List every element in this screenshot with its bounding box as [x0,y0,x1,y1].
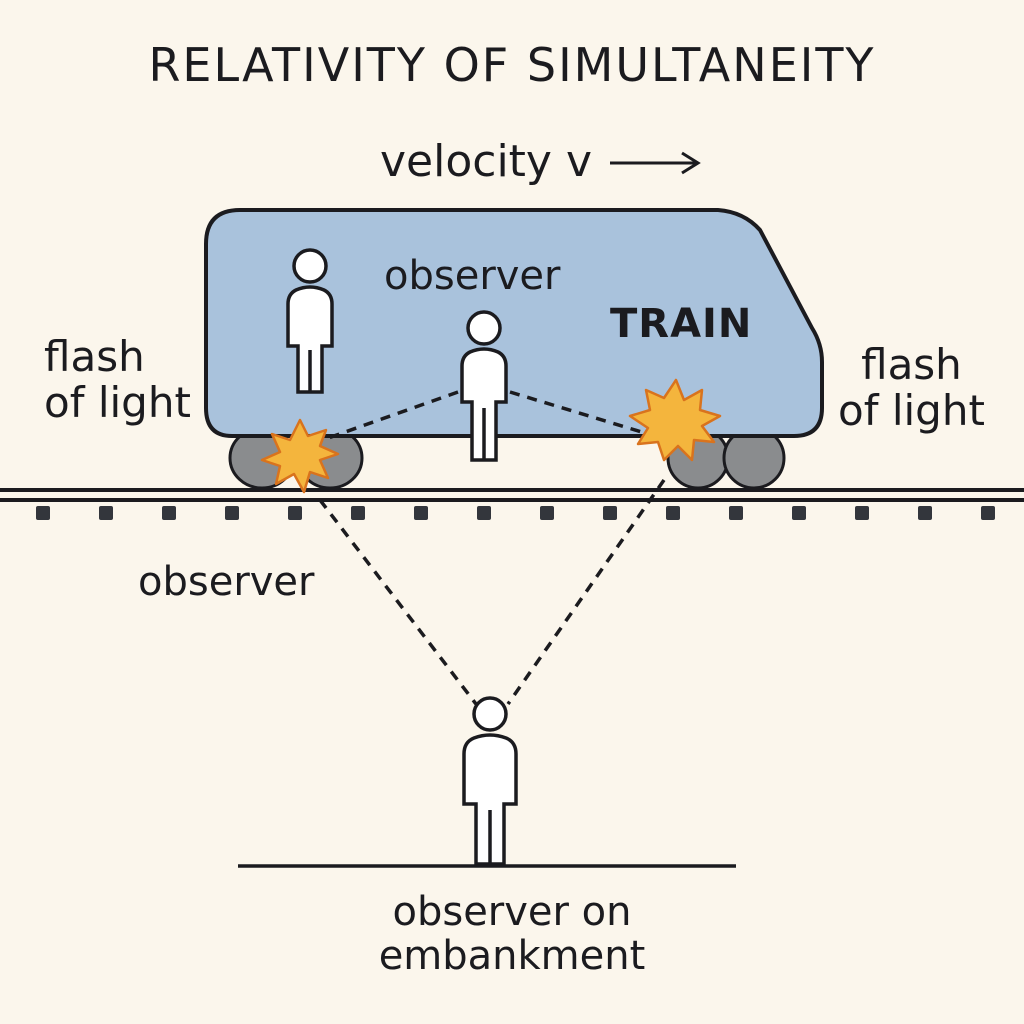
embankment-label-line2: embankment [378,933,646,979]
railway-tie [540,506,554,520]
railway-tie [981,506,995,520]
railway-tie [477,506,491,520]
railway-tie [162,506,176,520]
flash-left-starburst-icon [260,418,340,494]
railway-tie [855,506,869,520]
flash-left-line2: of light [44,378,191,428]
railway-tie [414,506,428,520]
flash-right-label: flash of light [838,340,985,436]
train-observer-label: observer [384,253,561,299]
train-label: TRAIN [610,301,753,347]
railway-tie [36,506,50,520]
embankment-label-line1: observer on [392,889,632,935]
railway-tie [666,506,680,520]
ground-sight-lines [318,478,666,706]
railway-tie [729,506,743,520]
flash-left-line1: flash [44,332,145,381]
railway-tie [792,506,806,520]
page-title: RELATIVITY OF SIMULTANEITY [148,38,876,92]
railway-tie [918,506,932,520]
railway-tie [288,506,302,520]
train-body [204,208,824,438]
flash-left-label: flash of light [44,332,191,428]
train-observer-stick-figure-icon [460,310,508,462]
railway-tie [351,506,365,520]
railway-tie [225,506,239,520]
velocity-label: velocity v [380,136,592,187]
train-sight-lines [299,390,669,450]
flash-right-starburst-icon [628,378,722,462]
flash-right-line2: of light [838,386,985,436]
railway-tie [99,506,113,520]
passenger-figure-stick-figure-icon [286,248,334,394]
flash-right-line1: flash [861,340,962,389]
railway-track [0,488,1024,520]
right-arrow-icon [610,151,701,175]
railway-tie [603,506,617,520]
embankment-observer-label: observer on embankment [0,890,1024,978]
ground-observer-label: observer [138,559,315,605]
embankment-observer-stick-figure-icon [462,696,518,866]
